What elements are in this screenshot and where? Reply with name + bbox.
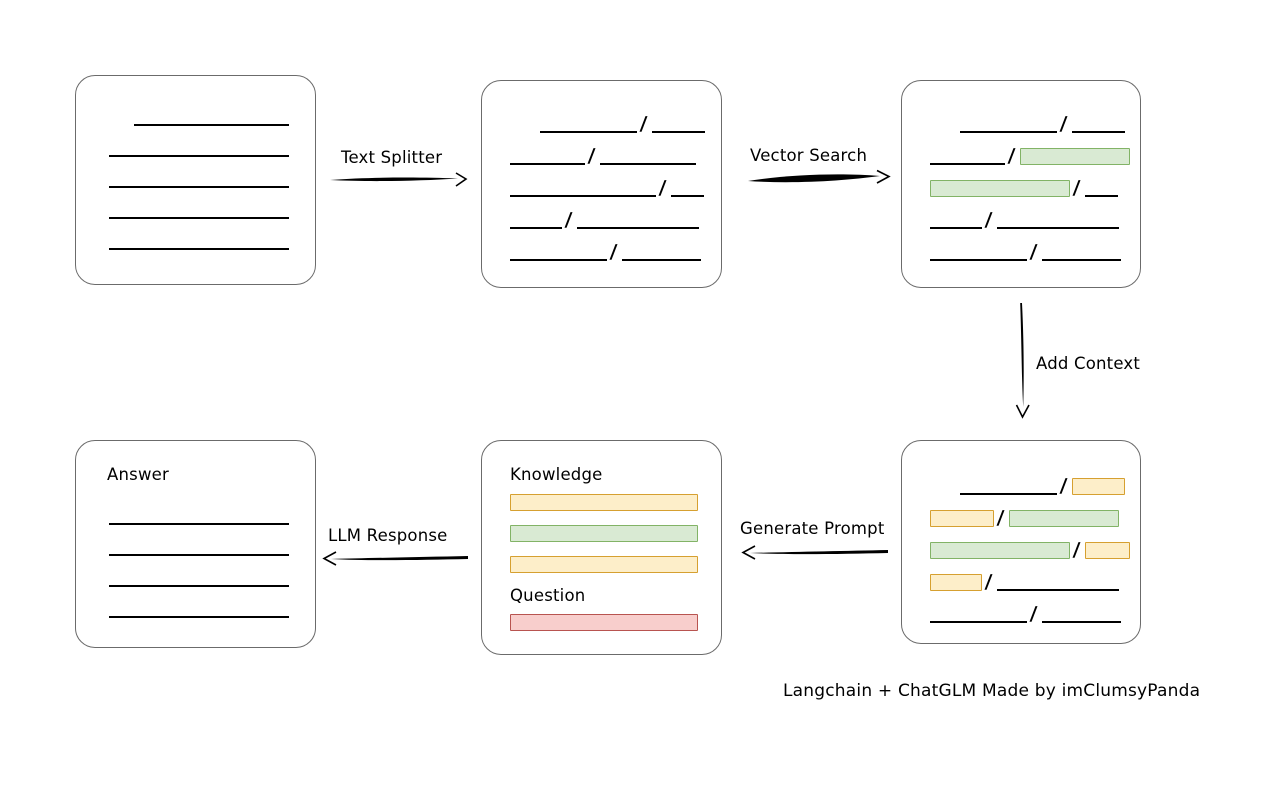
chunk-separator-slash: / (996, 507, 1005, 529)
chunk-separator-slash: / (639, 113, 648, 135)
node-answer[interactable]: Answer (75, 440, 316, 648)
text-line-segment (134, 124, 289, 126)
chunk-separator-slash: / (1072, 177, 1081, 199)
text-line-segment (510, 227, 562, 229)
text-line-segment (540, 131, 637, 133)
text-line-segment (1042, 621, 1121, 623)
text-line-segment (997, 227, 1119, 229)
chunk-separator-slash: / (1029, 603, 1038, 625)
text-line-segment (930, 621, 1027, 623)
prompt-knowledge-label: Knowledge (510, 465, 603, 484)
text-line-segment (960, 131, 1057, 133)
prompt-question-label: Question (510, 586, 586, 605)
text-line-segment (109, 248, 289, 250)
highlight-chip-green (930, 542, 1070, 559)
edge-label-llm-response: LLM Response (328, 526, 448, 545)
footer-credit: Langchain + ChatGLM Made by imClumsyPand… (783, 681, 1201, 701)
text-line-segment (930, 227, 982, 229)
node-prompt[interactable]: Knowledge Question (481, 440, 722, 655)
knowledge-bar (510, 494, 698, 511)
knowledge-bar (510, 525, 698, 542)
node-context-chunks[interactable]: / / / / / (901, 440, 1141, 644)
edge-label-generate-prompt: Generate Prompt (740, 519, 885, 538)
text-line-segment (510, 259, 607, 261)
text-line-segment (652, 131, 705, 133)
highlight-chip-yellow (930, 574, 982, 591)
question-bar (510, 614, 698, 631)
text-line-segment (997, 589, 1119, 591)
text-line-segment (510, 163, 585, 165)
chunk-separator-slash: / (609, 241, 618, 263)
chunk-separator-slash: / (1072, 539, 1081, 561)
text-line-segment (1085, 195, 1118, 197)
highlight-chip-green (1009, 510, 1119, 527)
highlight-chip-green (930, 180, 1070, 197)
chunk-separator-slash: / (984, 209, 993, 231)
text-line-segment (1072, 131, 1125, 133)
edge-label-vector-search: Vector Search (750, 146, 868, 165)
text-line-segment (109, 554, 289, 556)
highlight-chip-yellow (1072, 478, 1125, 495)
text-line-segment (577, 227, 699, 229)
text-line-segment (930, 163, 1005, 165)
arrow-add-context (1015, 303, 1030, 419)
chunk-separator-slash: / (1059, 113, 1068, 135)
edge-label-add-context: Add Context (1036, 354, 1141, 373)
highlight-chip-yellow (930, 510, 994, 527)
answer-label: Answer (107, 465, 169, 484)
chunk-separator-slash: / (587, 145, 596, 167)
text-line-segment (109, 585, 289, 587)
node-source-document[interactable] (75, 75, 316, 285)
text-line-segment (622, 259, 701, 261)
text-line-segment (109, 155, 289, 157)
text-line-segment (109, 217, 289, 219)
arrow-vector-search (748, 169, 891, 184)
text-line-segment (1042, 259, 1121, 261)
chunk-separator-slash: / (984, 571, 993, 593)
highlight-chip-yellow (1085, 542, 1130, 559)
text-line-segment (510, 195, 656, 197)
text-line-segment (109, 523, 289, 525)
arrow-llm-response (322, 551, 468, 566)
node-matched-chunks[interactable]: / / / / / (901, 80, 1141, 288)
text-line-segment (109, 616, 289, 618)
chunk-separator-slash: / (564, 209, 573, 231)
arrow-text-splitter (330, 172, 468, 187)
chunk-separator-slash: / (1029, 241, 1038, 263)
chunk-separator-slash: / (658, 177, 667, 199)
text-line-segment (671, 195, 704, 197)
text-line-segment (930, 259, 1027, 261)
text-line-segment (600, 163, 696, 165)
chunk-separator-slash: / (1059, 475, 1068, 497)
node-split-chunks[interactable]: / / / / / (481, 80, 722, 288)
edge-label-text-splitter: Text Splitter (341, 148, 443, 167)
knowledge-bar (510, 556, 698, 573)
chunk-separator-slash: / (1007, 145, 1016, 167)
text-line-segment (960, 493, 1057, 495)
highlight-chip-green (1020, 148, 1130, 165)
arrow-generate-prompt (741, 545, 888, 560)
text-line-segment (109, 186, 289, 188)
